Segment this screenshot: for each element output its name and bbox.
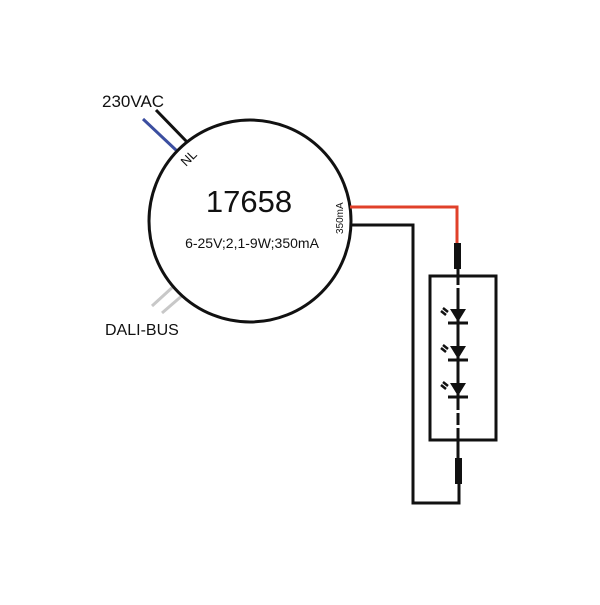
driver-model: 17658 <box>206 184 292 219</box>
output-current-label: 350mA <box>335 202 346 234</box>
led-1 <box>440 307 468 325</box>
driver-spec: 6-25V;2,1-9W;350mA <box>185 235 320 251</box>
supply-wires <box>141 108 190 153</box>
negative-connector <box>455 458 462 484</box>
led-module <box>428 268 498 460</box>
dali-bus-wires <box>150 283 185 315</box>
driver-body <box>147 118 353 324</box>
positive-connector <box>454 243 461 269</box>
neutral-wire <box>141 117 179 153</box>
live-wire <box>154 108 190 145</box>
dali-bus-label: DALI-BUS <box>105 322 179 339</box>
positive-output-wire <box>350 205 459 245</box>
led-3 <box>440 381 468 399</box>
negative-output-wire <box>350 223 461 505</box>
led-2 <box>440 344 468 362</box>
supply-label: 230VAC <box>102 92 164 111</box>
